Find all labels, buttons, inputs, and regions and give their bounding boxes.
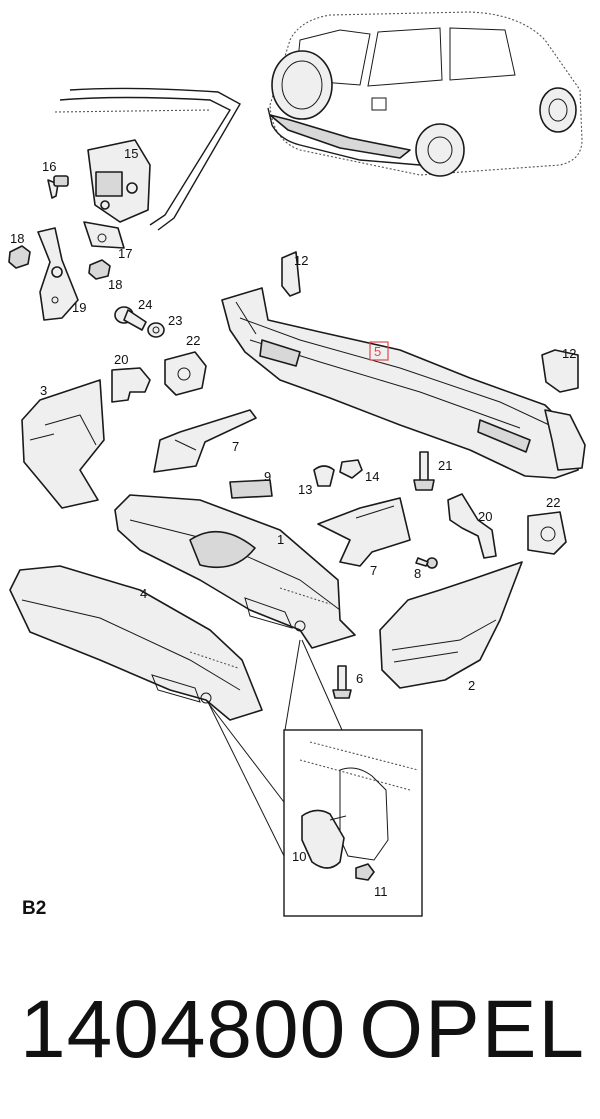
callout-18-right: 18 — [108, 277, 122, 292]
right-brackets — [447, 493, 567, 559]
bumper-cover-4 — [9, 565, 263, 721]
footer: 1404800 OPEL — [0, 975, 600, 1085]
vehicle-illustration — [267, 11, 583, 177]
callout-14: 14 — [365, 469, 379, 484]
callout-1: 1 — [277, 532, 284, 547]
part-number: 1404800 — [20, 984, 347, 1075]
callout-12-right: 12 — [562, 346, 576, 361]
bracket-7-lower — [317, 497, 438, 569]
bolt-and-washer — [114, 306, 165, 338]
callout-5: 5 — [374, 344, 381, 359]
detail-inset — [205, 639, 423, 917]
callout-12-top: 12 — [294, 253, 308, 268]
callout-13: 13 — [298, 482, 312, 497]
callout-6: 6 — [356, 671, 363, 686]
corner-cap-left — [21, 379, 105, 509]
latch-assembly — [8, 139, 151, 321]
callout-8: 8 — [414, 566, 421, 581]
callout-18-left: 18 — [10, 231, 24, 246]
callout-16: 16 — [42, 159, 56, 174]
clip-12-right — [541, 349, 579, 393]
callout-23: 23 — [168, 313, 182, 328]
bracket-7-upper — [153, 409, 257, 473]
exploded-parts-diagram: 1 2 3 4 5 6 7 7 8 9 10 11 12 12 13 14 15… — [8, 11, 586, 917]
callout-20-left: 20 — [114, 352, 128, 367]
clip-13 — [313, 465, 335, 487]
callout-21: 21 — [438, 458, 452, 473]
rear-window-frame — [54, 87, 241, 231]
callout-4: 4 — [140, 586, 147, 601]
bolt-6 — [332, 665, 352, 699]
callout-7-upper: 7 — [232, 439, 239, 454]
callout-24: 24 — [138, 297, 152, 312]
callout-19: 19 — [72, 300, 86, 315]
bumper-cover-1 — [114, 494, 356, 649]
callout-2: 2 — [468, 678, 475, 693]
callout-22-left: 22 — [186, 333, 200, 348]
callout-15: 15 — [124, 146, 138, 161]
bumper-support-beam — [221, 287, 586, 479]
bolt-21 — [413, 451, 435, 491]
brand-name: OPEL — [359, 984, 586, 1075]
callout-9: 9 — [264, 469, 271, 484]
left-brackets — [111, 351, 207, 403]
callout-3: 3 — [40, 383, 47, 398]
callout-20-right: 20 — [478, 509, 492, 524]
callout-5-highlight — [369, 341, 389, 361]
corner-cap-right — [379, 561, 523, 689]
callout-22-right: 22 — [546, 495, 560, 510]
callout-11: 11 — [374, 884, 388, 899]
sheet-code: B2 — [22, 898, 47, 919]
callout-17: 17 — [118, 246, 132, 261]
clip-14 — [339, 459, 363, 479]
callout-10: 10 — [292, 849, 306, 864]
clip-12-top — [281, 251, 301, 297]
callout-labels: 1 2 3 4 5 6 7 7 8 9 10 11 12 12 13 14 15… — [10, 146, 576, 899]
callout-7-lower: 7 — [370, 563, 377, 578]
pad-9 — [229, 479, 273, 499]
